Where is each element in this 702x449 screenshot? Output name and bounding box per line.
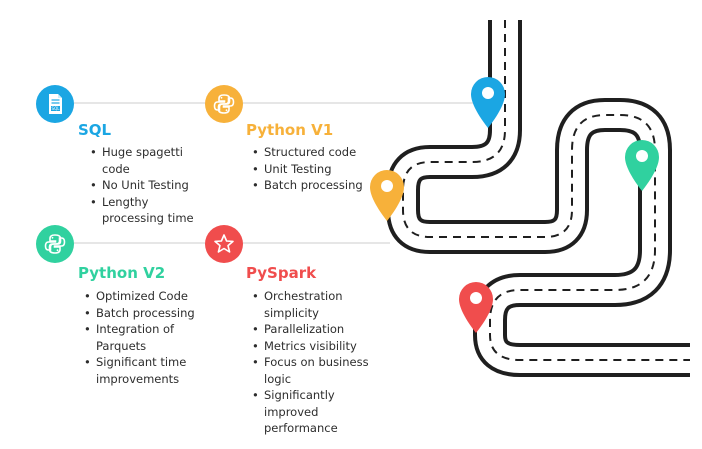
star-icon: [205, 225, 243, 263]
stage-title-python-v1: Python V1: [246, 121, 334, 139]
list-item: No Unit Testing: [90, 177, 210, 194]
list-item: Structured code: [252, 144, 377, 161]
python-logo-icon: [205, 85, 243, 123]
list-item: Huge spagetti code: [90, 144, 210, 177]
python-logo-icon: [36, 225, 74, 263]
sql-file-icon: SQL: [36, 85, 74, 123]
list-item: Significantly improved performance: [252, 387, 372, 437]
stage-title-sql: SQL: [78, 121, 112, 139]
list-item: Integration of Parquets: [84, 321, 209, 354]
pin-green: [625, 140, 659, 191]
stage-bullets-python-v2: Optimized Code Batch processing Integrat…: [84, 288, 209, 387]
pin-orange: [370, 170, 404, 221]
list-item: Unit Testing: [252, 161, 377, 178]
list-item: Optimized Code: [84, 288, 209, 305]
stage-title-python-v2: Python V2: [78, 264, 166, 282]
list-item: Batch processing: [84, 305, 209, 322]
pin-blue: [471, 77, 505, 128]
list-item: Orchestration simplicity: [252, 288, 372, 321]
stage-bullets-python-v1: Structured code Unit Testing Batch proce…: [252, 144, 377, 194]
stage-bullets-sql: Huge spagetti code No Unit Testing Lengt…: [90, 144, 210, 227]
svg-text:SQL: SQL: [52, 106, 61, 111]
stage-bullets-pyspark: Orchestration simplicity Parallelization…: [252, 288, 372, 437]
pin-red: [459, 282, 493, 333]
list-item: Focus on business logic: [252, 354, 372, 387]
road-center-dashes: [402, 20, 690, 361]
list-item: Metrics visibility: [252, 338, 372, 355]
list-item: Batch processing: [252, 177, 377, 194]
stage-title-pyspark: PySpark: [246, 264, 317, 282]
road-surface: [390, 20, 690, 373]
list-item: Significant time improvements: [84, 354, 209, 387]
winding-road: [386, 20, 690, 377]
list-item: Parallelization: [252, 321, 372, 338]
list-item: Lengthy processing time: [90, 194, 210, 227]
